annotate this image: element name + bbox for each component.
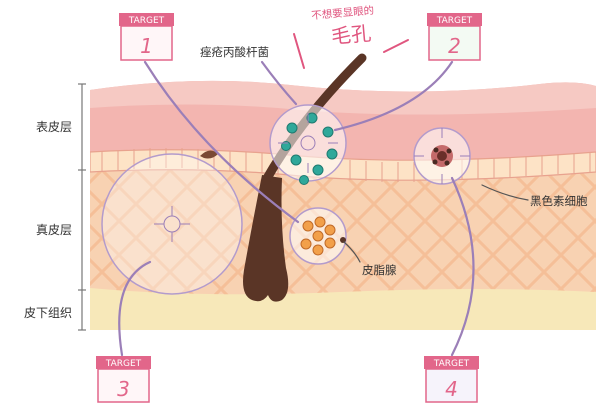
melanocyte-cell bbox=[431, 145, 453, 167]
leader-lines bbox=[118, 60, 529, 357]
crosshair-bacteria bbox=[278, 113, 338, 173]
label-acne-bacteria: 痤疮丙酸杆菌 bbox=[200, 45, 269, 59]
header-subtitle: 不想要显眼的 bbox=[311, 4, 375, 22]
target-badge-2: TARGET 2 bbox=[427, 13, 482, 61]
dermis-target-circle bbox=[101, 153, 243, 295]
gland-marker bbox=[340, 237, 346, 243]
layer-bracket bbox=[78, 83, 86, 331]
bacteria-cells bbox=[281, 112, 338, 185]
target-2-number: 2 bbox=[448, 34, 461, 58]
header: 不想要显眼的 毛孔 bbox=[311, 4, 375, 49]
label-subcutaneous: 皮下组织 bbox=[24, 306, 72, 320]
target-badge-1: TARGET 1 bbox=[119, 13, 174, 61]
crosshair-melanocyte bbox=[414, 128, 470, 184]
header-accent-marks bbox=[293, 33, 409, 69]
crosshair-dermis bbox=[154, 206, 190, 242]
target-1-label: TARGET bbox=[128, 16, 165, 26]
target-3-number: 3 bbox=[117, 377, 130, 401]
target-4-number: 4 bbox=[445, 377, 458, 401]
target-1-number: 1 bbox=[140, 34, 153, 58]
label-melanocyte: 黑色素细胞 bbox=[530, 194, 588, 208]
target-2-label: TARGET bbox=[436, 16, 473, 26]
header-title: 毛孔 bbox=[330, 21, 372, 48]
target-badge-4: TARGET 4 bbox=[424, 356, 479, 403]
label-epidermis: 表皮层 bbox=[36, 120, 72, 134]
label-dermis: 真皮层 bbox=[36, 223, 72, 237]
target-badge-3: TARGET 3 bbox=[96, 356, 151, 403]
sebum-cells bbox=[300, 216, 336, 256]
target-3-label: TARGET bbox=[105, 359, 142, 369]
label-sebaceous-gland: 皮脂腺 bbox=[362, 263, 397, 277]
target-4-label: TARGET bbox=[433, 359, 470, 369]
basal-cell-row bbox=[90, 149, 596, 181]
pigment-spot bbox=[200, 150, 218, 159]
